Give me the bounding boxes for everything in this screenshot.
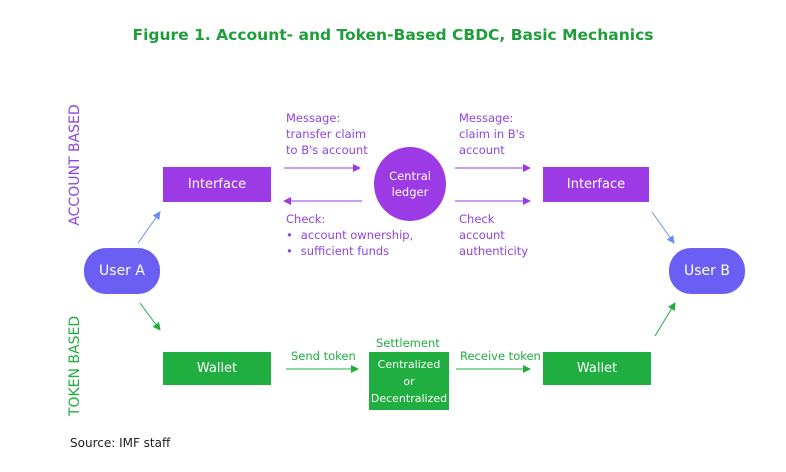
settlement-line2: or — [403, 374, 415, 388]
central-ledger-line2: ledger — [391, 185, 429, 199]
message-left-line: transfer claim — [286, 127, 367, 141]
check-left-list: account ownership, sufficient funds — [286, 227, 413, 259]
arrow-interface-to-userb — [651, 211, 675, 244]
message-left-line: to B's account — [286, 143, 368, 157]
check-right-line: authenticity — [459, 244, 529, 258]
message-right-line: claim in B's — [459, 127, 525, 141]
message-right-text: Message: claim in B's account — [459, 110, 525, 158]
settlement-line1: Centralized — [377, 357, 441, 371]
figure-title: Figure 1. Account- and Token-Based CBDC,… — [132, 26, 654, 44]
check-left-title: Check: — [286, 212, 326, 226]
message-right-line: Message: — [459, 111, 514, 125]
central-ledger-line1: Central — [389, 169, 431, 183]
send-token-label: Send token — [291, 349, 356, 363]
arrow-usera-to-wallet — [139, 302, 161, 331]
central-ledger-node: Central ledger — [374, 147, 446, 221]
wallet-left-box: Wallet — [163, 352, 271, 385]
wallet-right-box: Wallet — [543, 352, 651, 385]
interface-left-box: Interface — [163, 167, 271, 202]
message-left-line: Message: — [286, 111, 341, 125]
message-right-line: account — [459, 143, 505, 157]
check-left-item: account ownership, — [286, 227, 413, 243]
check-right-line: Check — [459, 212, 495, 226]
source-note: Source: IMF staff — [70, 436, 171, 450]
user-b-node: User B — [669, 248, 745, 294]
settlement-line3: Decentralized — [370, 391, 448, 405]
receive-token-label: Receive token — [460, 349, 541, 363]
arrow-wallet-to-userb — [654, 302, 676, 337]
settlement-title: Settlement — [376, 336, 440, 350]
check-left-item: sufficient funds — [286, 243, 413, 259]
check-right-line: account — [459, 228, 505, 242]
user-a-node: User A — [84, 248, 160, 294]
message-left-text: Message: transfer claim to B's account — [286, 110, 368, 158]
arrow-usera-to-interface — [137, 211, 161, 244]
check-left-text: Check: account ownership, sufficient fun… — [286, 211, 413, 259]
interface-right-box: Interface — [543, 167, 649, 202]
check-right-text: Check account authenticity — [459, 211, 528, 259]
settlement-box: Centralized or Decentralized — [369, 352, 449, 410]
